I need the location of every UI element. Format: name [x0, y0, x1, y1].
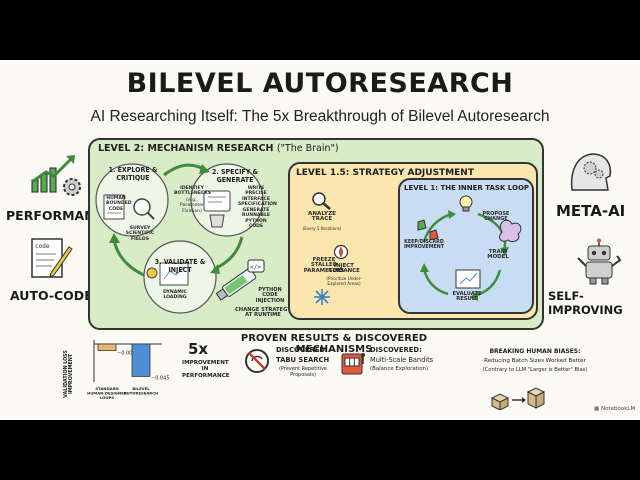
main-title: BILEVEL AUTORESEARCH [126, 68, 514, 99]
chart-value-label-1: −0.045 [151, 375, 170, 381]
performance-label: PERFORMANCE [6, 208, 113, 223]
analyze-trace-label: ANALYZE TRACE [308, 211, 336, 223]
level1-title: LEVEL 1: THE INNER TASK LOOP [404, 184, 530, 192]
generate-code-label: GENERATE RUNNABLE PYTHON CODE [241, 208, 271, 230]
inject-guidance-sub: (Prioritize Under-Explored Areas) [326, 276, 362, 287]
evaluate-result-label: EVALUATE RESULT [452, 291, 482, 303]
bandit-sub: (Balance Exploration) [370, 366, 429, 372]
gear-icon [63, 178, 81, 196]
tabu-title: TABU SEARCH [276, 356, 330, 364]
step1-label: 1. EXPLORE & CRITIQUE [108, 166, 158, 182]
keep-discard-label: KEEP/DISCARD IMPROVEMENT [404, 240, 445, 251]
tabu-sub: (Prevent Repetitive Proposals) [279, 366, 327, 378]
freeze-parameters-label: FREEZE STALLED PARAMETERS [303, 257, 345, 274]
level2-loop-diagram [95, 163, 264, 314]
robot-icon [577, 238, 622, 285]
auto-code-label: AUTO-CODE [10, 288, 93, 303]
chart-y-label: VALIDATION LOSS IMPROVEMENT [64, 350, 74, 398]
svg-text:code: code [35, 243, 50, 250]
brain-gear-icon [570, 153, 612, 191]
subtitle: AI Researching Itself: The 5x Breakthrou… [90, 108, 550, 125]
train-model-label: TRAIN MODEL [487, 249, 509, 261]
tabu-heading: DISCOVERED: [276, 346, 328, 354]
paper-text: HUMAN BOUNDED CODE [106, 196, 132, 212]
self-improving-label: SELF-IMPROVING [548, 289, 623, 317]
results-title: PROVEN RESULTS & DISCOVERED MECHANISMS [240, 333, 428, 355]
no-repeat-icon [245, 349, 269, 373]
bias-title: BREAKING HUMAN BIASES: [489, 348, 581, 355]
inject-guidance-label: INJECT GUIDANCE [328, 263, 360, 275]
five-x-sub: IMPROVEMENT IN PERFORMANCE [182, 360, 230, 379]
syringe-icon: </> [215, 259, 265, 301]
chart-bar-0 [97, 343, 117, 351]
dynamic-loading-label: DYNAMIC LOADING [163, 290, 187, 301]
five-x-value: 5x [188, 340, 209, 358]
code-document-icon: code [31, 238, 73, 278]
inner-loop-diagram [417, 195, 522, 301]
identify-example: (e.g., Parameter Fixation) [180, 198, 204, 214]
growth-chart-icon [31, 155, 75, 193]
change-strategy-label: CHANGE STRATEGY AT RUNTIME [235, 307, 291, 319]
step3-label: 3. VALIDATE & INJECT [154, 258, 206, 274]
python-injection-label: PYTHON CODE INJECTION [255, 287, 285, 304]
write-spec-label: WRITE PRECISE INTERFACE SPECIFICATION [238, 186, 277, 208]
step2-label: 2. SPECIFY & GENERATE [212, 168, 258, 184]
infographic-canvas: BILEVEL AUTORESEARCH AI Researching Itse… [0, 60, 640, 420]
bandit-heading: DISCOVERED: [370, 346, 422, 354]
batch-boxes-icon [490, 387, 546, 410]
bias-text: Reducing Batch Sizes Worked Better [484, 358, 586, 364]
magnifier-icon [312, 192, 331, 210]
chart-value-label-0: −0.009 [117, 350, 136, 356]
meta-ai-label: META-AI [556, 202, 626, 220]
survey-fields-label: SURVEY SCIENTIFIC FIELDS [125, 226, 155, 242]
watermark: ▦ NotebookLM [594, 406, 636, 412]
slot-machine-icon [341, 353, 365, 375]
propose-change-label: PROPOSE CHANGE [482, 211, 510, 223]
level2-title: LEVEL 2: MECHANISM RESEARCH ("The Brain"… [98, 143, 339, 154]
chart-bar-1 [131, 343, 151, 377]
identify-bottlenecks-label: IDENTIFY BOTTLENECKS [174, 186, 212, 197]
bandit-title: Multi-Scale Bandits [370, 356, 434, 364]
compass-icon [333, 244, 349, 260]
level15-title: LEVEL 1.5: STRATEGY ADJUSTMENT [296, 168, 474, 178]
analyze-trace-sub: (Every 5 Iterations) [302, 226, 342, 231]
snowflake-icon [314, 289, 330, 305]
svg-text:</>: </> [250, 264, 261, 271]
bias-sub: (Contrary to LLM "Larger is Better" Bias… [482, 367, 588, 373]
